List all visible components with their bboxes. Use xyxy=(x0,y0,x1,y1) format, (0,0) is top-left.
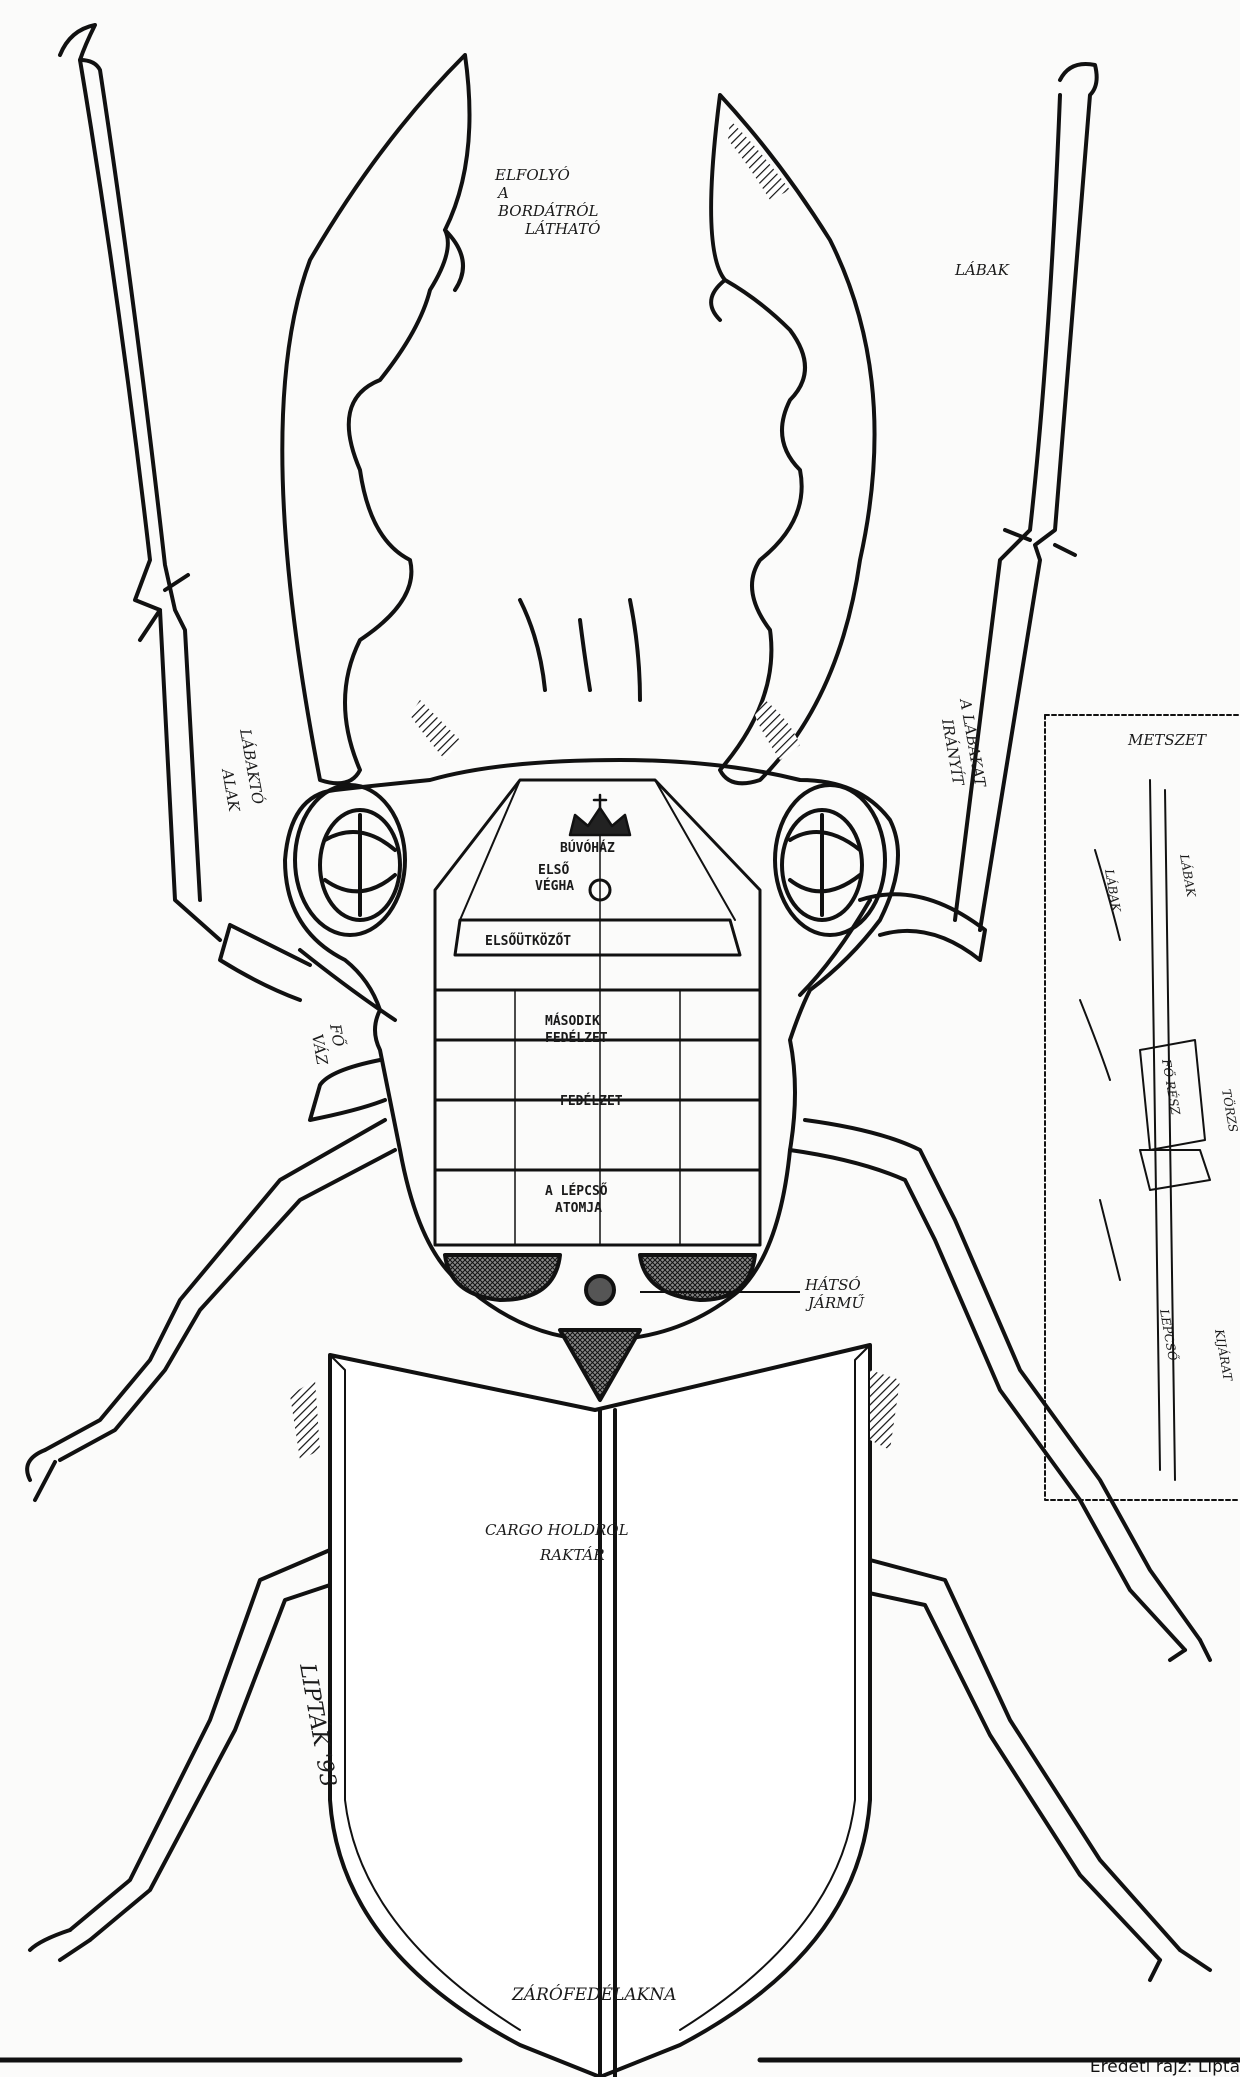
crown-emblem xyxy=(570,795,630,835)
label-inset-a: LÁBAK xyxy=(1102,867,1125,914)
left-mandible xyxy=(282,55,469,783)
label-mandible-1: ELFOLYÓ xyxy=(494,166,570,184)
label-compartment-2: FEDÉLZET xyxy=(560,1093,623,1109)
label-compartment-3a: A LÉPCSŐ xyxy=(545,1183,608,1199)
left-antenna xyxy=(60,25,220,940)
label-inset-c: FŐ RÉSZ xyxy=(1159,1057,1184,1117)
left-hind-leg xyxy=(30,1550,345,1960)
right-front-leg xyxy=(860,894,985,960)
label-mandible-3: BORDÁTRÓL xyxy=(497,202,599,220)
inset-side-view xyxy=(1045,715,1240,1500)
left-eye xyxy=(295,785,405,935)
credit-line: Eredeti rajz: Lipta xyxy=(1090,2057,1240,2077)
label-engine-1: HÁTSÓ xyxy=(804,1276,861,1294)
label-left-mid-2: VÁZ xyxy=(308,1033,331,1067)
label-cabin: BÚVÓHÁZ xyxy=(560,840,615,856)
label-wing-cargo-1: CARGO HOLDRÓL xyxy=(485,1521,629,1539)
label-inset-f: KIJÁRAT xyxy=(1212,1327,1236,1383)
label-left-leg-2: ALAK xyxy=(218,766,244,814)
label-compartment-3b: ATOMJA xyxy=(555,1201,602,1216)
right-mandible xyxy=(711,95,874,783)
right-antenna xyxy=(955,64,1097,930)
label-inset-e: LÉPCSŐ xyxy=(1157,1307,1181,1362)
label-left-mid-1: FŐ xyxy=(326,1022,348,1048)
label-inset-title: METSZET xyxy=(1127,731,1207,749)
label-mandible-2: A xyxy=(496,184,509,202)
core-sphere xyxy=(586,1276,614,1304)
mouth-bristles xyxy=(520,600,640,700)
label-sensor-1: ELSŐ xyxy=(538,862,569,878)
label-mandible-4: LÁTHATÓ xyxy=(524,220,600,238)
left-engine-pod xyxy=(445,1255,560,1300)
label-bottom-hatch: ZÁRÓFEDÉLAKNA xyxy=(511,1984,677,2005)
label-inset-d: TÖRZS xyxy=(1219,1088,1240,1134)
label-wing-cargo-2: RAKTÁR xyxy=(539,1546,605,1564)
label-inset-b: LÁBAK xyxy=(1177,852,1200,899)
label-windshield: ELSŐÜTKÖZŐT xyxy=(485,933,571,949)
label-engine-2: JÁRMŰ xyxy=(805,1294,865,1312)
label-sensor-2: VÉGHA xyxy=(535,878,574,894)
right-hind-leg xyxy=(855,1560,1210,1980)
right-eye xyxy=(775,785,885,935)
label-compartment-1b: FEDÉLZET xyxy=(545,1030,608,1046)
scutellum xyxy=(560,1330,640,1400)
label-antenna: LÁBAK xyxy=(954,261,1010,279)
label-compartment-1a: MÁSODIK xyxy=(545,1013,600,1029)
